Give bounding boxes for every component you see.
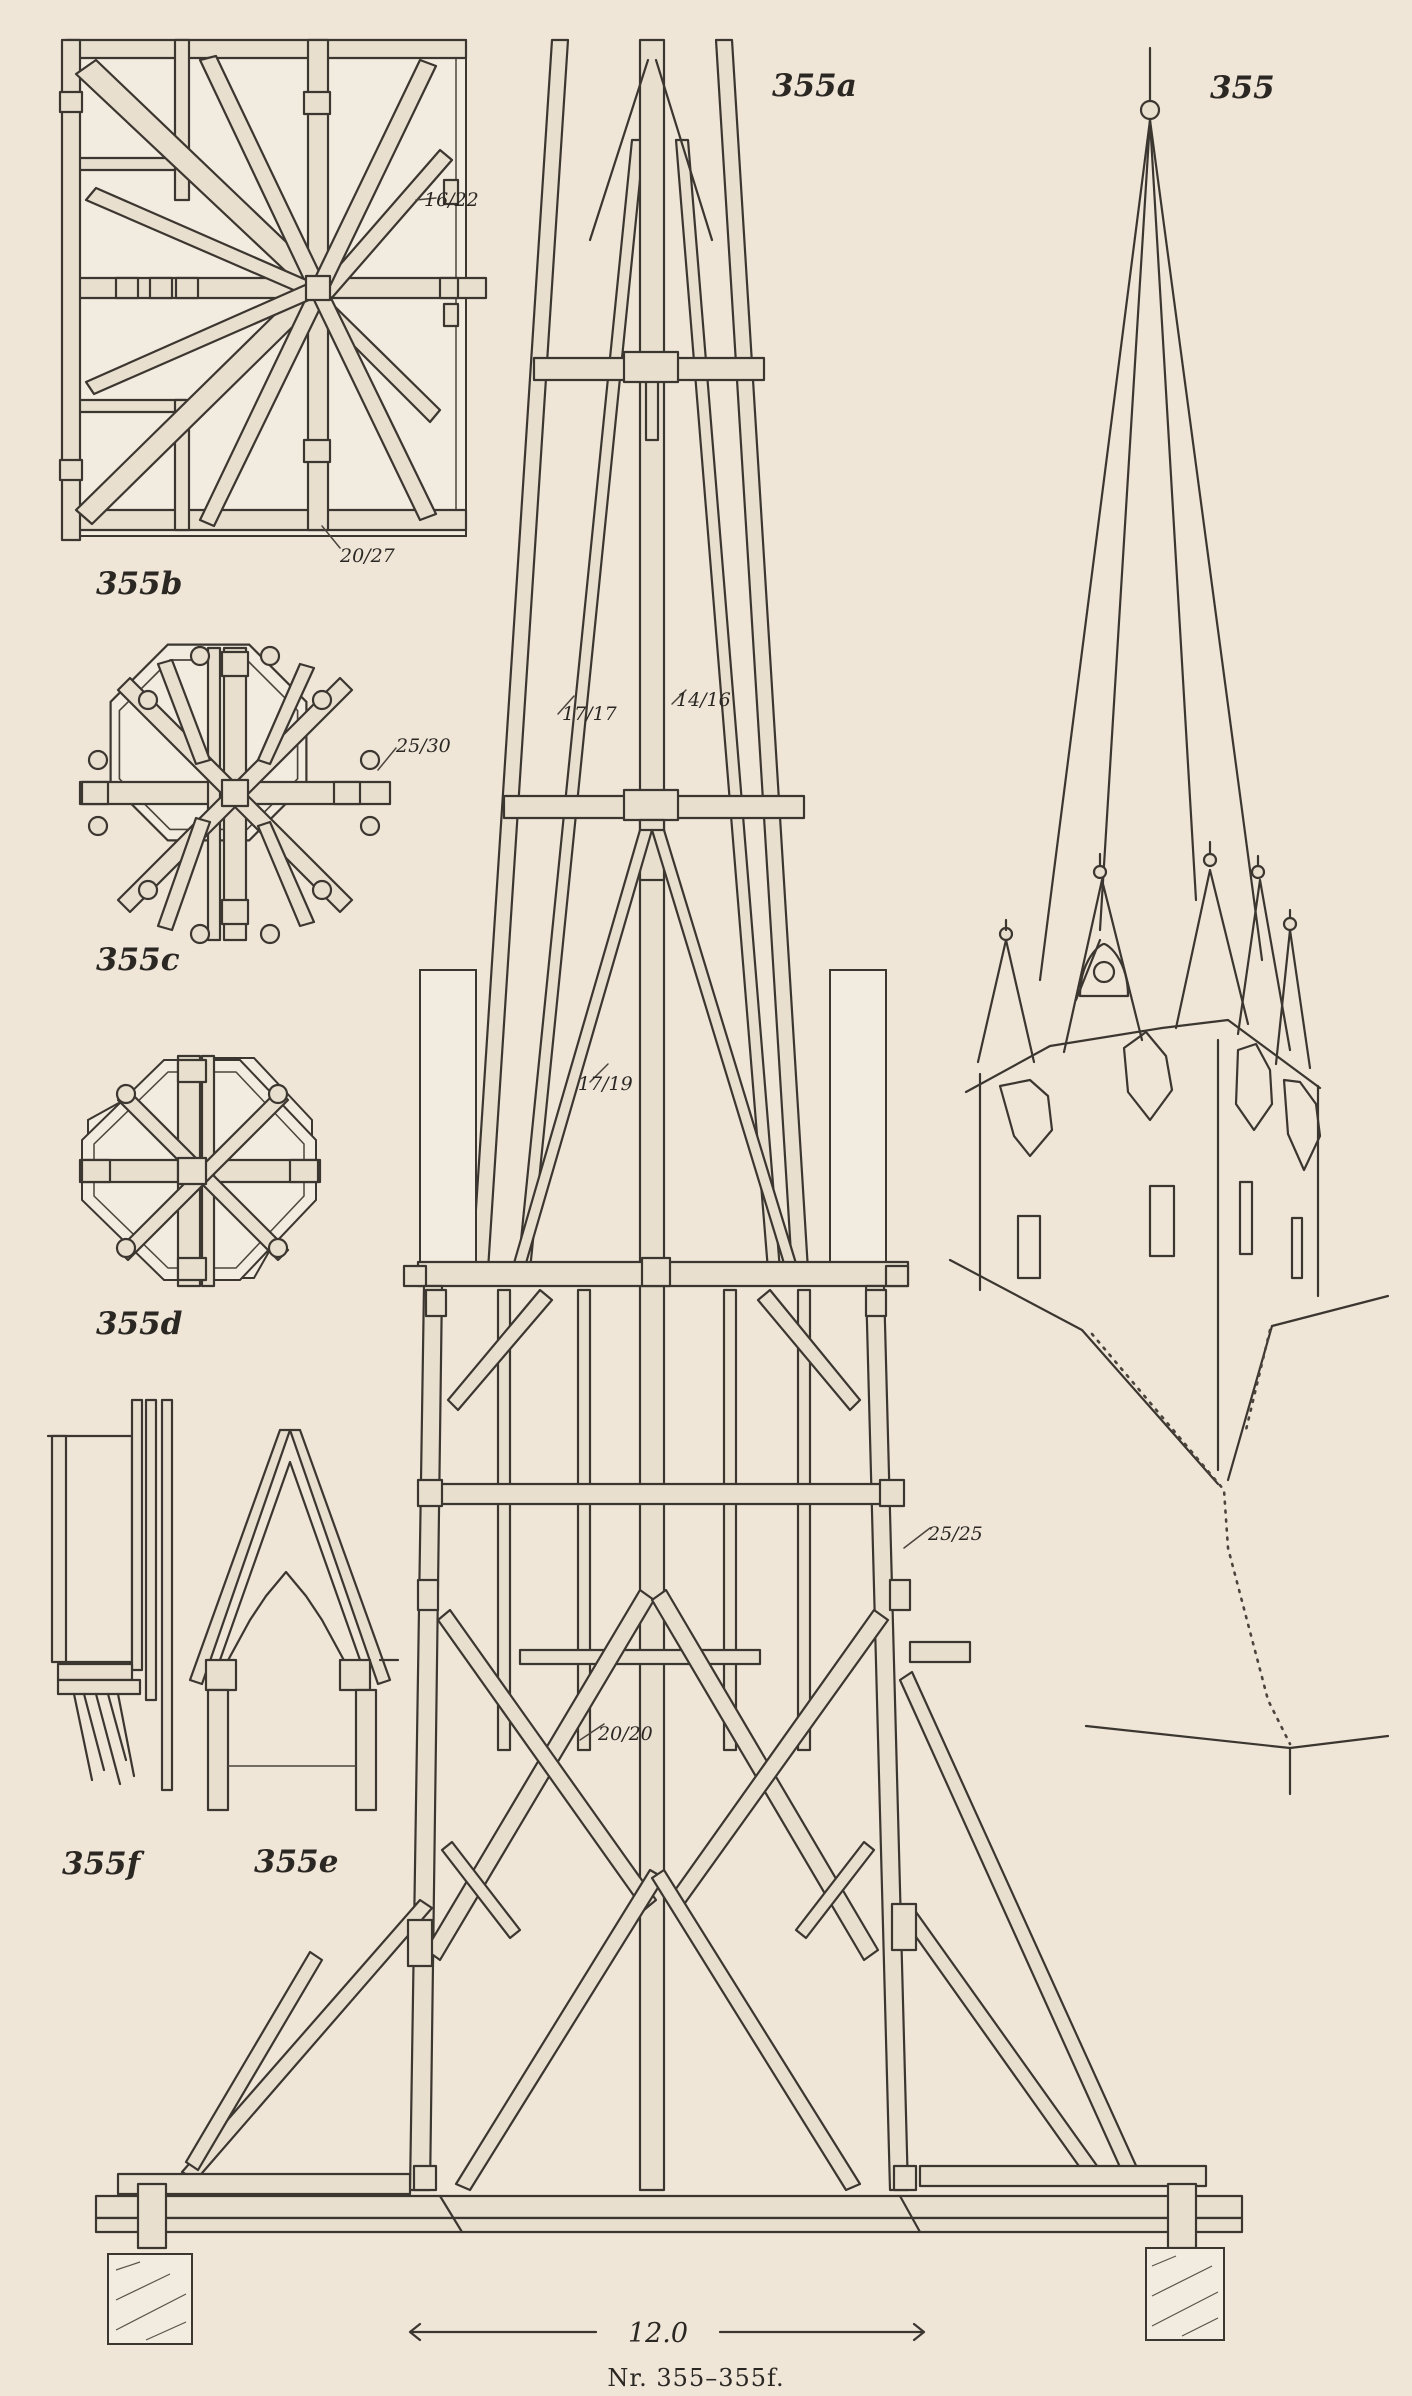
figure-label-355d: 355d [96,1306,182,1342]
figure-355a-spire-framework [94,38,1244,2345]
dimension-label: 25/25 [927,1523,983,1545]
scale-value: 12.0 [628,2318,688,2349]
dimension-label: 14/16 [676,689,731,711]
figure-355f-eaves-section [46,1398,174,1792]
figure-355c-octagon-plan [78,643,397,945]
figure-label-355a: 355a [772,68,857,104]
figure-label-355f: 355f [62,1846,145,1882]
figure-355-tower-elevation [948,46,1390,1796]
figure-label-355e: 355e [254,1844,338,1880]
scale-bar [408,2322,926,2342]
dimension-label: 25/30 [395,735,451,757]
figure-label-355c: 355c [96,942,180,978]
dimension-label: 17/19 [578,1073,633,1095]
dimension-label: 17/17 [562,703,618,725]
figure-label-355b: 355b [96,566,182,602]
figure-355b-frame-plan [58,38,488,549]
dimension-label: 20/20 [597,1723,653,1745]
dimension-label: 20/27 [339,545,396,567]
figure-355d-square-plan [78,1054,322,1288]
plate-caption: Nr. 355–355f. [607,2364,784,2392]
dimension-label: 16/22 [424,189,479,211]
figure-label-355: 355 [1210,70,1275,106]
figure-355e-gable-dormer [188,1428,400,1812]
